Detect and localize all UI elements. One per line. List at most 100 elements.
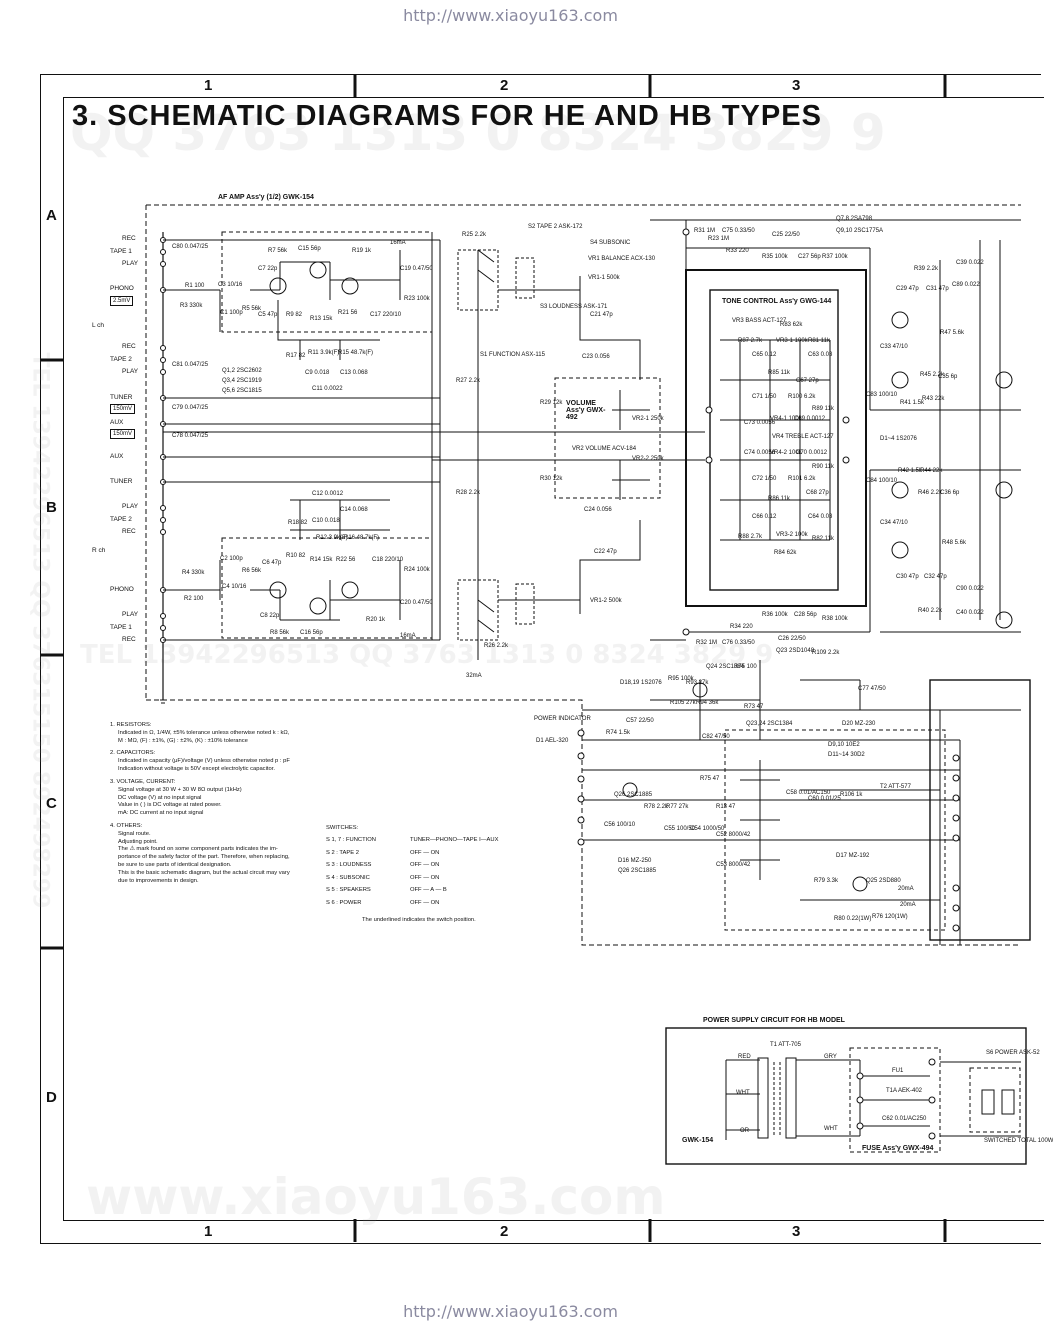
grid-row-a: A [46,207,57,224]
component-label: R8 56k [270,630,290,636]
component-label: 16mA [400,633,416,639]
component-label: C28 56p [794,612,817,618]
component-label: S6 POWER ASK-52 [986,1050,1040,1056]
switch-positions: OFF — ON [410,849,440,856]
notes-block: 1. RESISTORS:Indicated in Ω, 1/4W, ±5% t… [110,722,290,885]
component-label: SWITCHED TOTAL 100W [984,1138,1053,1144]
component-label: R100 6.2k [788,394,816,400]
component-label: RED [738,1054,751,1060]
component-label: R46 2.2k [918,490,943,496]
component-label: C33 47/10 [880,344,908,350]
component-label: C6 47p [262,560,282,566]
component-label: S3 LOUDNESS ASK-171 [540,304,608,310]
component-label: Q7,8 2SA798 [836,216,873,222]
component-label: C26 22/50 [778,636,806,642]
component-label: C66 0.12 [752,514,777,520]
footer-url[interactable]: http://www.xiaoyu163.com [403,1302,618,1321]
component-label: VR4 TREBLE ACT-127 [772,434,834,440]
component-label: R1 100 [185,283,205,289]
component-label: D1~4 1S2076 [880,436,917,442]
grid-row-c: C [46,795,57,812]
component-label: C16 56p [300,630,323,636]
component-label: R89 11k [812,406,834,412]
component-label: C78 0.047/25 [172,433,209,439]
component-label: C39 0.022 [956,260,984,266]
note-line: The ⚠ mark found on some component parts… [118,846,278,853]
component-label: R5 56k [242,306,262,312]
component-label: C54 1000/50 [690,826,725,832]
note-line: due to improvements in design. [118,877,199,884]
component-label: R94 36k [696,700,719,706]
component-label: C7 22p [258,266,278,272]
switch-positions: OFF — ON [410,899,440,906]
grid-col-3-bottom: 3 [792,1223,801,1240]
component-label: C25 22/50 [772,232,800,238]
switch-positions: OFF — ON [410,862,440,868]
component-label: OR [740,1128,749,1134]
component-label: C71 1/50 [752,394,777,400]
switch-positions: OFF — ON [410,874,440,881]
component-label: VR1-1 500k [588,275,620,281]
component-label: C12 0.0012 [312,491,344,497]
page-title: 3. SCHEMATIC DIAGRAMS FOR HE AND HB TYPE… [72,100,822,132]
note-line: This is the basic schematic diagram, but… [118,869,290,876]
component-label: VR4-1 100k [770,416,802,422]
component-label: R85 11k [768,370,790,376]
input-l-tape2: TAPE 2 [110,356,132,363]
header-url[interactable]: http://www.xiaoyu163.com [403,6,618,25]
component-label: R42 1.5k [898,468,923,474]
note-line: 3. VOLTAGE, CURRENT: [110,778,176,785]
component-label: R4 330k [182,570,205,576]
input-l-tape2-play: PLAY [122,368,139,375]
component-label: C27 56p [798,254,821,260]
component-label: R17 82 [286,353,306,359]
component-label: R14 15k [310,557,333,563]
component-label: C57 22/50 [626,718,654,724]
component-label: R20 1k [366,617,386,623]
component-label: C58 0.01/AC150 [786,790,831,796]
component-label: R33 220 [726,248,749,254]
component-label: R3 330k [180,303,203,309]
component-label: C9 0.018 [305,370,330,376]
level-badge-aux: 150mV [110,429,136,439]
component-label: T1A AEK-402 [886,1088,923,1094]
component-label: C82 47/50 [702,734,730,740]
component-label: R9 82 [286,312,303,318]
schematic-lines [40,74,1031,1242]
component-label: R47 5.6k [940,330,965,336]
input-r-phono: PHONO [110,586,134,593]
component-label: R81 11k [808,338,830,344]
component-label: C62 0.01/AC250 [882,1116,927,1122]
component-label: C77 47/50 [858,686,886,692]
note-line: be sure to use parts of identical design… [118,862,232,868]
component-label: C21 47p [590,312,613,318]
component-label: Q9,10 2SC1775A [836,228,884,234]
switch-name: S 5 : SPEAKERS [326,887,371,893]
component-label: 32mA [466,673,482,679]
level-badge-phono: 2.5mV [110,296,134,306]
component-label: R95 100k [668,676,694,682]
component-label: R31 1M [694,228,716,234]
component-label: R76 120(1W) [872,914,908,920]
input-r-tape1-play: PLAY [122,611,139,618]
component-label: C73 0.0056 [744,420,776,426]
input-r-aux: AUX [110,453,124,460]
component-label: R75 100 [734,664,757,670]
component-label: R16 48.7k(F) [344,535,380,541]
component-label: D11~14 30D2 [828,752,865,758]
switch-name: S 4 : SUBSONIC [326,874,370,881]
component-label: T2 ATT-577 [880,784,911,790]
component-label: C29 47p [896,286,919,292]
switch-name: S 2 : TAPE 2 [326,849,359,856]
component-label: C5 47p [258,312,278,318]
component-label: C8 22p [260,613,280,619]
component-label: D16 MZ-250 [618,858,652,864]
component-label: R90 11k [812,464,834,470]
component-label: C30 47p [896,574,919,580]
component-label: R93 27k [686,680,709,686]
component-label: R45 2.2k [920,372,945,378]
component-label: VR3-1 100k [776,338,808,344]
input-r-tuner: TUNER [110,478,133,485]
component-label: R77 27k [666,804,689,810]
